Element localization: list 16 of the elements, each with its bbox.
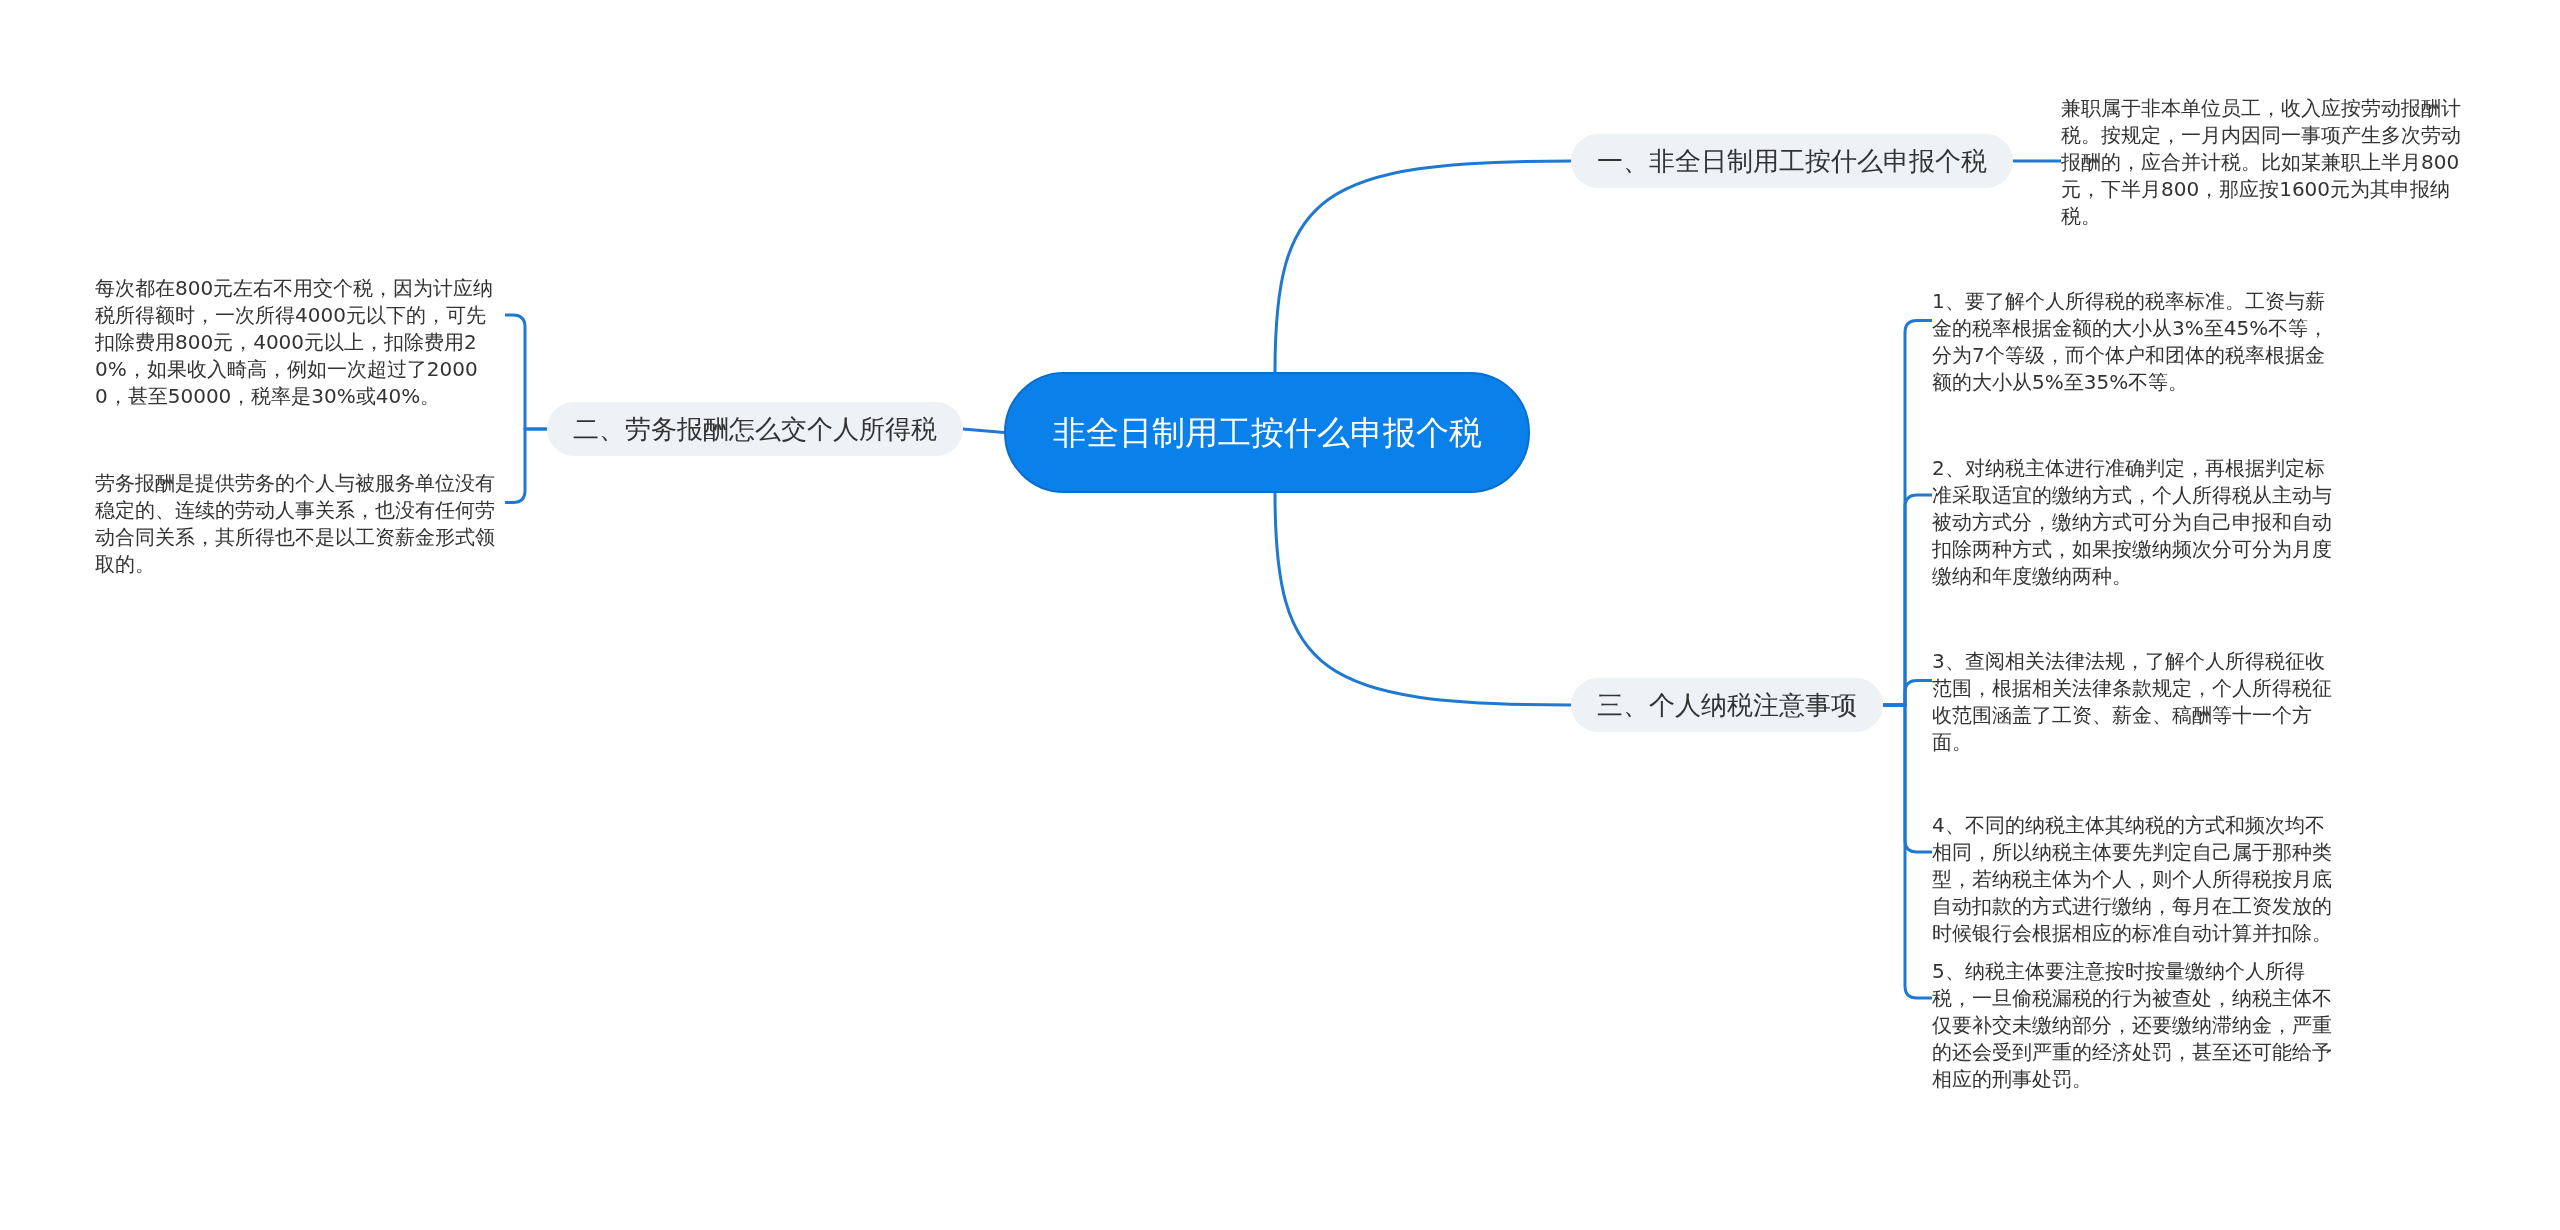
note-text: 5、纳税主体要注意按时按量缴纳个人所得税，一旦偷税漏税的行为被查处，纳税主体不仅要补交未缴纳部分，还要缴纳滞纳金，严重的还会受到严重的经济处罚，甚至还可能给予相应的刑事处罚。 xyxy=(1932,958,2342,1093)
connector-line xyxy=(1273,492,1571,707)
central-topic: 非全日制用工按什么申报个税 xyxy=(1004,372,1530,493)
topic-pill: 二、劳务报酬怎么交个人所得税 xyxy=(547,402,963,456)
note-text: 劳务报酬是提供劳务的个人与被服务单位没有稳定的、连续的劳动人事关系，也没有任何劳动合同关系，其所得也不是以工资薪金形式领取的。 xyxy=(95,470,505,578)
connector-line xyxy=(2013,159,2061,163)
note-text: 1、要了解个人所得税的税率标准。工资与薪金的税率根据金额的大小从3%至45%不等，分为7个等级，而个体户和团体的税率根据金额的大小从5%至35%不等。 xyxy=(1932,288,2342,396)
note-text: 4、不同的纳税主体其纳税的方式和频次均不相同，所以纳税主体要先判定自己属于那种类型，若纳税主体为个人，则个人所得税按月底自动扣款的方式进行缴纳，每月在工资发放的时候银行会根据相应的标准自动计算并扣除。 xyxy=(1932,812,2342,947)
topic-pill: 三、个人纳税注意事项 xyxy=(1571,678,1883,732)
note-text: 2、对纳税主体进行准确判定，再根据判定标准采取适宜的缴纳方式，个人所得税从主动与被动方式分，缴纳方式可分为自己申报和自动扣除两种方式，如果按缴纳频次分可分为月度缴纳和年度缴纳两种。 xyxy=(1932,455,2342,590)
topic-pill: 一、非全日制用工按什么申报个税 xyxy=(1571,134,2013,188)
note-text: 3、查阅相关法律法规，了解个人所得税征收范围，根据相关法律条款规定，个人所得税征收范围涵盖了工资、薪金、稿酬等十一个方面。 xyxy=(1932,648,2342,756)
connector-line xyxy=(1273,159,1571,373)
note-text: 每次都在800元左右不用交个税，因为计应纳税所得额时，一次所得4000元以下的，可先扣除费用800元，4000元以上，扣除费用20%，如果收入畸高，例如一次超过了20000，甚至50000，税率是30%或40%。 xyxy=(95,275,505,410)
connector-line xyxy=(962,427,1005,434)
note-text: 兼职属于非本单位员工，收入应按劳动报酬计税。按规定，一月内因同一事项产生多次劳动报酬的，应合并计税。比如某兼职上半月800元，下半月800，那应按1600元为其申报纳税。 xyxy=(2061,95,2471,230)
